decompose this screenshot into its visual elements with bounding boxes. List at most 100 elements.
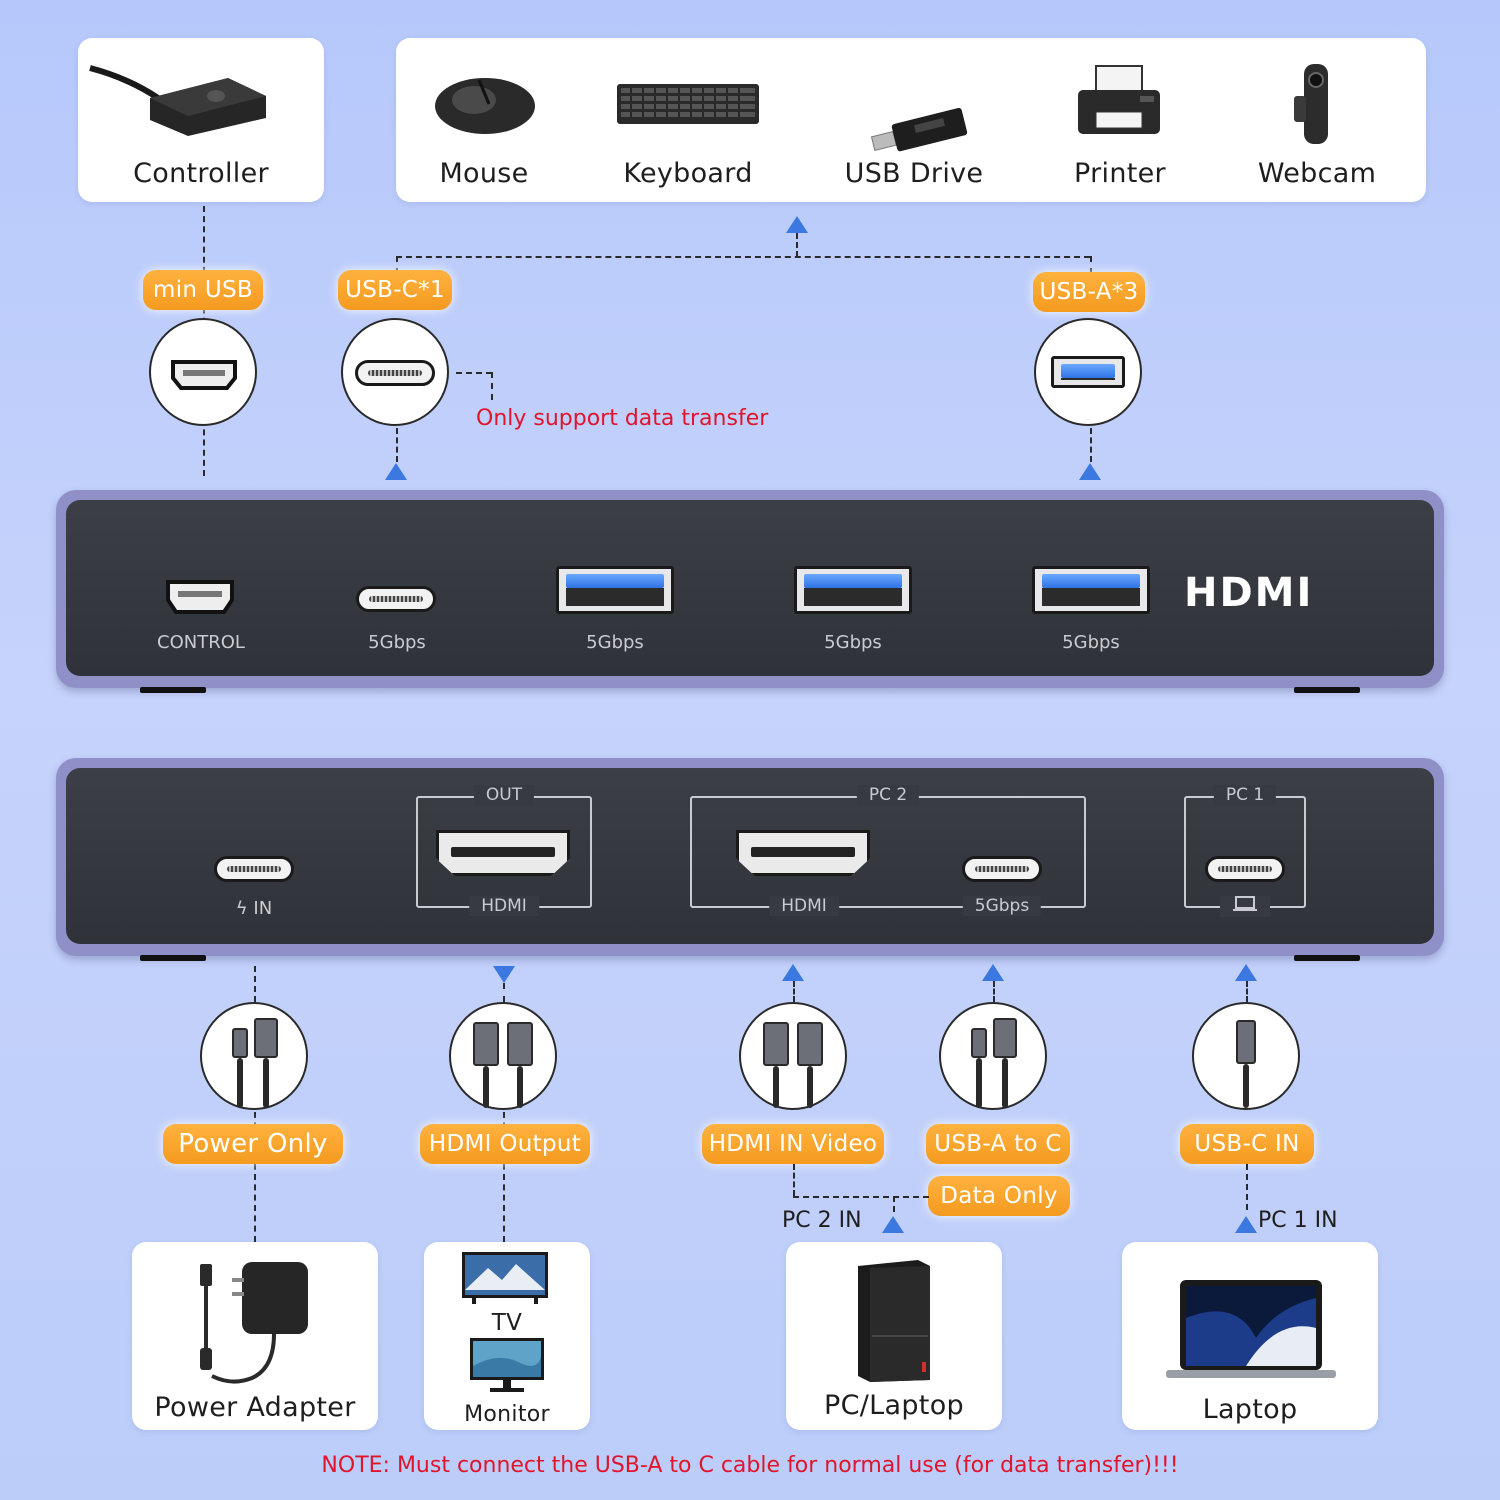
front-usbc-port bbox=[356, 586, 436, 612]
power-only-pill: Power Only bbox=[163, 1124, 343, 1164]
hdmi-plug-icon-2 bbox=[507, 1022, 533, 1066]
usbc-in-dash-bottom bbox=[1246, 1164, 1248, 1210]
tv-label: TV bbox=[491, 1310, 523, 1336]
hdmi-in-dash-bottom bbox=[793, 1164, 795, 1196]
hdmi-in-wire-1 bbox=[773, 1066, 779, 1108]
laptop-small-icon bbox=[1220, 896, 1270, 917]
usb-c-circle bbox=[341, 318, 449, 426]
hdmi-in-dash-top bbox=[793, 981, 795, 1002]
lightning-icon: ϟ bbox=[235, 898, 248, 919]
mouse-label: Mouse bbox=[439, 158, 529, 189]
keyboard-icon bbox=[616, 82, 760, 126]
pc2-group: PC 2 HDMI 5Gbps bbox=[690, 785, 1086, 916]
usba-to-c-arrow-up bbox=[982, 964, 1004, 981]
keyboard-label: Keyboard bbox=[623, 158, 753, 189]
usb-a-pill: USB-A*3 bbox=[1033, 272, 1145, 312]
laptop-icon bbox=[1166, 1278, 1336, 1382]
front-usbc-speed: 5Gbps bbox=[368, 632, 426, 653]
controller-card: Controller bbox=[78, 38, 324, 202]
power-in-label: ϟ IN bbox=[236, 898, 272, 919]
pc2-merge-dash bbox=[793, 1196, 929, 1198]
usba-to-c-pill: USB-A to C bbox=[926, 1124, 1070, 1164]
usbc-in-cable-circle bbox=[1192, 1002, 1300, 1110]
front-usba-speed-2: 5Gbps bbox=[824, 632, 882, 653]
controller-icon bbox=[88, 58, 268, 138]
front-usba-port-1 bbox=[556, 566, 674, 614]
out-hdmi-port bbox=[436, 830, 570, 876]
front-panel: CONTROL 5Gbps 5Gbps 5Gbps 5Gbps HDMI bbox=[56, 490, 1444, 688]
power-in-port bbox=[214, 856, 294, 882]
pc2-merge-dash-v bbox=[893, 1196, 895, 1212]
pc-laptop-card: PC/Laptop bbox=[786, 1242, 1002, 1430]
usba-to-c-cable-circle bbox=[939, 1002, 1047, 1110]
pc2-hdmi-label: HDMI bbox=[769, 896, 839, 916]
hdmi-in-wire-2 bbox=[807, 1066, 813, 1108]
front-usba-speed-1: 5Gbps bbox=[586, 632, 644, 653]
out-group: OUT HDMI bbox=[416, 785, 592, 916]
power-adapter-icon bbox=[192, 1258, 312, 1392]
front-foot-left bbox=[140, 687, 206, 693]
power-wire-2 bbox=[263, 1058, 269, 1108]
usba-bottom-dash bbox=[1090, 428, 1092, 462]
power-in-text: IN bbox=[253, 898, 273, 919]
webcam-icon bbox=[1292, 62, 1336, 146]
front-usba-port-3 bbox=[1032, 566, 1150, 614]
min-usb-pill: min USB bbox=[143, 270, 263, 310]
pc1-in-arrow-up bbox=[1235, 1216, 1257, 1233]
usb-a-icon bbox=[1051, 356, 1125, 388]
usba-top-dash bbox=[1090, 256, 1092, 274]
printer-icon bbox=[1076, 64, 1162, 140]
mini-usb-icon bbox=[171, 360, 237, 390]
usb-a-circle bbox=[1034, 318, 1142, 426]
usbc-plug-icon-2 bbox=[971, 1028, 987, 1058]
back-panel-face: ϟ IN OUT HDMI PC 2 HDMI 5Gbps PC 1 bbox=[66, 768, 1434, 944]
hdmi-plug-icon-1 bbox=[473, 1022, 499, 1066]
hdmi-in-arrow-up bbox=[782, 964, 804, 981]
usba-to-c-dash-top bbox=[993, 981, 995, 1002]
note-dash-v bbox=[491, 372, 493, 400]
data-only-pill: Data Only bbox=[928, 1176, 1070, 1216]
hdmi-logo: HDMI bbox=[1184, 570, 1314, 616]
usba-plug-icon bbox=[254, 1018, 278, 1058]
power-adapter-card: Power Adapter bbox=[132, 1242, 378, 1430]
monitor-label: Monitor bbox=[464, 1402, 550, 1427]
control-label: CONTROL bbox=[157, 632, 245, 653]
control-port bbox=[166, 580, 234, 614]
usbc-in-pill: USB-C IN bbox=[1180, 1124, 1314, 1164]
hdmi-in-cable-circle bbox=[739, 1002, 847, 1110]
devices-dash-v bbox=[796, 233, 798, 257]
webcam-label: Webcam bbox=[1257, 158, 1377, 189]
devices-arrow-up bbox=[786, 216, 808, 233]
power-dash-bottom bbox=[254, 1112, 256, 1242]
power-cable-circle bbox=[200, 1002, 308, 1110]
back-foot-right bbox=[1294, 955, 1360, 961]
back-foot-left bbox=[140, 955, 206, 961]
hdmi-out-wire-1 bbox=[483, 1066, 489, 1108]
printer-label: Printer bbox=[1074, 158, 1166, 189]
usb-c-pill: USB-C*1 bbox=[338, 270, 452, 310]
usb-devices-card: Mouse Keyboard bbox=[396, 38, 1426, 202]
pc2-title: PC 2 bbox=[856, 785, 920, 805]
tv-icon bbox=[460, 1250, 550, 1306]
out-hdmi-label: HDMI bbox=[469, 896, 539, 916]
pc2-hdmi-port bbox=[736, 830, 870, 876]
pc1-usbc-port bbox=[1205, 856, 1285, 882]
hdmi-in-video-pill: HDMI IN Video bbox=[702, 1124, 884, 1164]
pc2-speed-label: 5Gbps bbox=[962, 896, 1042, 916]
monitor-icon bbox=[468, 1336, 546, 1394]
pc1-title: PC 1 bbox=[1213, 785, 1277, 805]
hdmi-out-dash-top bbox=[503, 983, 505, 1002]
usbc-plug-icon bbox=[232, 1028, 248, 1058]
laptop-label: Laptop bbox=[1202, 1394, 1298, 1425]
usba-to-c-wire-2 bbox=[1002, 1058, 1008, 1108]
usbc-in-wire bbox=[1243, 1064, 1249, 1108]
hdmi-out-cable-circle bbox=[449, 1002, 557, 1110]
usba-arrow-up bbox=[1079, 463, 1101, 480]
usbc-bottom-dash bbox=[396, 428, 398, 462]
controller-label: Controller bbox=[133, 158, 269, 189]
power-adapter-label: Power Adapter bbox=[154, 1392, 356, 1423]
footer-note: NOTE: Must connect the USB-A to C cable … bbox=[321, 1453, 1179, 1478]
out-title: OUT bbox=[473, 785, 535, 805]
power-dash-top bbox=[254, 966, 256, 1002]
pc2-in-label: PC 2 IN bbox=[782, 1208, 862, 1233]
